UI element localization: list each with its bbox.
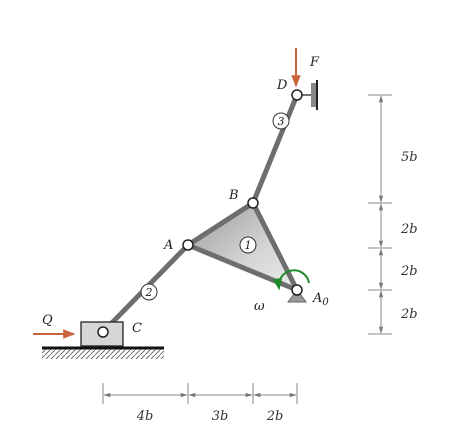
ground-support (42, 346, 164, 359)
label-omega: ω (254, 299, 265, 314)
dim-v-3: 2b (400, 264, 418, 279)
joint-a (182, 239, 194, 251)
link-label-1: 1 (239, 236, 257, 254)
label-c: C (132, 321, 142, 336)
dim-h-1: 4b (136, 409, 154, 424)
dim-h-3: 2b (266, 409, 284, 424)
joint-c (97, 326, 109, 338)
omega-rotation-arrow (272, 269, 310, 291)
dim-v-4: 2b (400, 307, 418, 322)
dim-h-2: 3b (212, 409, 229, 424)
dim-v-2: 2b (400, 222, 418, 237)
horizontal-dimensions (102, 383, 298, 404)
link-label-3: 3 (272, 112, 290, 130)
vertical-dimensions (368, 94, 392, 335)
svg-text:2: 2 (145, 286, 153, 299)
joint-d (291, 89, 303, 101)
joint-a0 (291, 284, 303, 296)
link-3 (250, 92, 300, 206)
dim-v-1: 5b (401, 150, 418, 165)
wall-support-d (302, 80, 318, 110)
svg-text:1: 1 (245, 239, 252, 252)
svg-text:3: 3 (278, 115, 285, 128)
label-q: Q (42, 313, 53, 328)
label-f: F (309, 55, 320, 70)
joint-b (247, 197, 259, 209)
label-d: D (276, 78, 288, 93)
link-label-2: 2 (140, 283, 158, 301)
label-a: A (163, 238, 173, 253)
label-b: B (228, 188, 239, 203)
label-a0: A0 (312, 291, 329, 308)
pivot-support-a0 (287, 289, 307, 303)
